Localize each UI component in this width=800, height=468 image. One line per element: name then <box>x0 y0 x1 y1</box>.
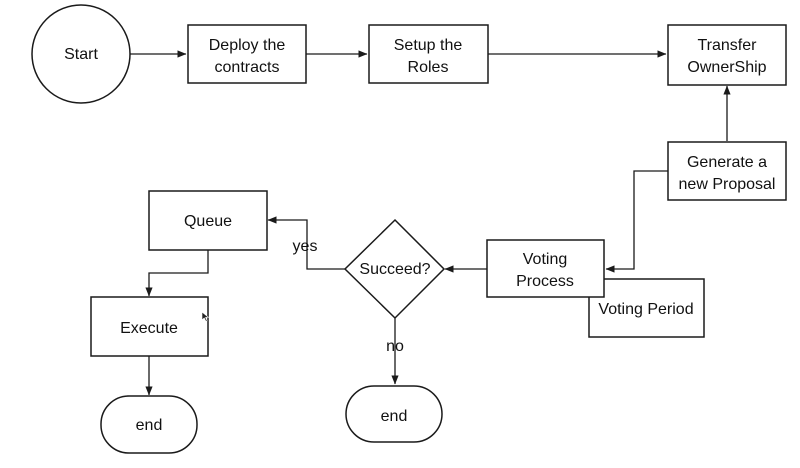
deploy-label-line2: contracts <box>215 59 280 76</box>
voting-label-line1: Voting <box>523 251 567 268</box>
end-node-left: end <box>100 395 198 454</box>
decision-label: Succeed? <box>359 261 430 278</box>
voting-process-node: Voting Process <box>486 239 605 298</box>
generate-label-line1: Generate a <box>687 154 767 171</box>
edge-generate-to-voting <box>605 170 668 273</box>
voting-period-node: Voting Period <box>588 278 705 338</box>
transfer-label-line1: Transfer <box>698 37 758 54</box>
transfer-ownership-node: Transfer OwnerShip <box>667 24 787 86</box>
transfer-label-line2: OwnerShip <box>687 59 766 76</box>
voting-period-label: Voting Period <box>598 301 693 318</box>
execute-label: Execute <box>120 320 178 337</box>
start-node: Start <box>31 4 131 104</box>
queue-node: Queue <box>148 190 268 251</box>
voting-label-line2: Process <box>516 273 574 290</box>
end-left-label: end <box>136 417 163 434</box>
queue-label: Queue <box>184 213 232 230</box>
no-edge-label: no <box>386 338 404 355</box>
yes-edge-label: yes <box>293 238 318 255</box>
generate-proposal-node: Generate a new Proposal <box>667 141 787 201</box>
roles-label-line2: Roles <box>408 59 449 76</box>
generate-label-line2: new Proposal <box>679 176 776 193</box>
start-label: Start <box>64 46 98 63</box>
deploy-contracts-node: Deploy the contracts <box>187 24 307 84</box>
mouse-cursor-icon <box>201 311 210 322</box>
end-middle-label: end <box>381 408 408 425</box>
edge-queue-to-execute <box>145 250 209 297</box>
end-node-middle: end <box>345 385 443 443</box>
succeed-decision-node: Succeed? <box>343 218 446 320</box>
roles-label-line1: Setup the <box>394 37 463 54</box>
deploy-label-line1: Deploy the <box>209 37 286 54</box>
edge-decision-yes-to-queue <box>267 216 345 270</box>
setup-roles-node: Setup the Roles <box>368 24 489 84</box>
execute-node: Execute <box>90 296 209 357</box>
